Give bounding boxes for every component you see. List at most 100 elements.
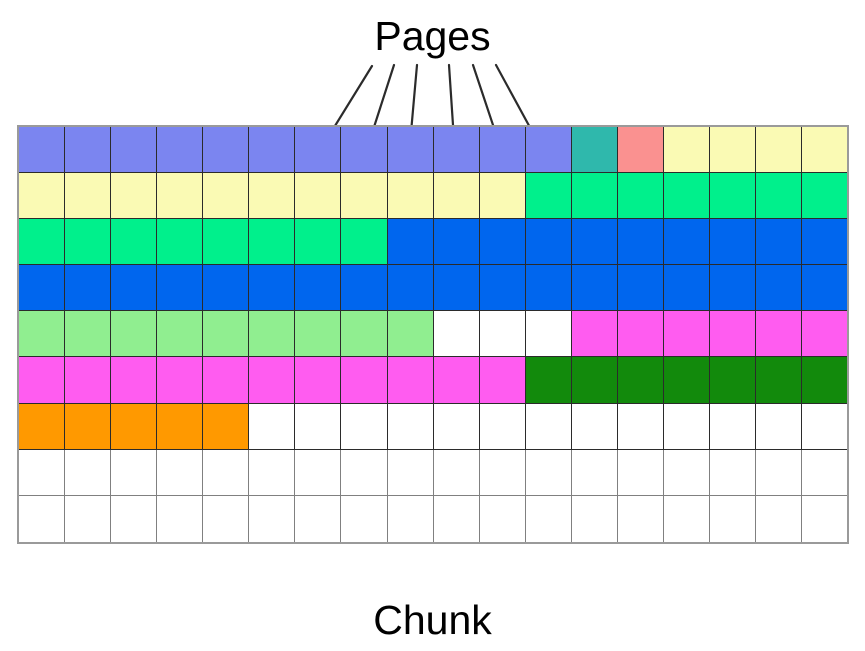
grid-cell	[433, 219, 480, 266]
grid-cell	[663, 449, 710, 496]
grid-cell	[203, 311, 250, 358]
grid-cell	[19, 357, 66, 404]
grid-cell	[571, 449, 618, 496]
grid-cell	[65, 265, 112, 312]
grid-cell	[157, 403, 204, 450]
grid-cell	[709, 265, 756, 312]
grid-cell	[802, 449, 848, 496]
grid-cell	[802, 403, 848, 450]
grid-cell	[617, 495, 664, 542]
grid-row	[19, 173, 848, 220]
grid-cell	[663, 403, 710, 450]
grid-row	[19, 265, 848, 312]
grid-cell	[617, 311, 664, 358]
grid-cell	[387, 495, 434, 542]
grid-cell	[111, 357, 158, 404]
grid-cell	[525, 173, 572, 220]
grid-cell	[157, 265, 204, 312]
grid-cell	[709, 127, 756, 174]
grid-cell	[249, 127, 296, 174]
grid-cell	[111, 403, 158, 450]
grid-cell	[65, 403, 112, 450]
grid-cell	[203, 219, 250, 266]
grid-cell	[709, 173, 756, 220]
grid-row	[19, 403, 848, 450]
grid-cell	[433, 449, 480, 496]
grid-cell	[571, 495, 618, 542]
grid-cell	[479, 403, 526, 450]
grid-cell	[295, 403, 342, 450]
grid-cell	[203, 265, 250, 312]
grid-cell	[571, 127, 618, 174]
grid-cell	[663, 219, 710, 266]
grid-cell	[756, 403, 803, 450]
grid-cell	[157, 357, 204, 404]
pages-label: Pages	[374, 13, 491, 59]
grid-cell	[341, 219, 388, 266]
grid-cell	[65, 495, 112, 542]
grid-cell	[295, 449, 342, 496]
grid-cell	[525, 219, 572, 266]
grid-cell	[709, 495, 756, 542]
grid-cell	[663, 127, 710, 174]
grid-cell	[663, 311, 710, 358]
grid-cell	[387, 265, 434, 312]
grid-cell	[433, 357, 480, 404]
grid-cell	[249, 173, 296, 220]
grid-cell	[525, 495, 572, 542]
grid-cell	[387, 449, 434, 496]
grid-row	[19, 495, 848, 542]
grid-cell	[65, 357, 112, 404]
grid-cell	[663, 357, 710, 404]
grid-row	[19, 219, 848, 266]
grid-cell	[756, 495, 803, 542]
grid-cell	[341, 265, 388, 312]
grid-cell	[756, 265, 803, 312]
grid-cell	[387, 403, 434, 450]
grid-cell	[203, 127, 250, 174]
grid-cell	[525, 449, 572, 496]
grid-cell	[157, 173, 204, 220]
grid-cell	[341, 495, 388, 542]
grid-cell	[249, 403, 296, 450]
grid-row	[19, 311, 848, 358]
grid-cell	[525, 127, 572, 174]
grid-cell	[249, 495, 296, 542]
grid-cell	[249, 311, 296, 358]
grid-cell	[433, 173, 480, 220]
grid-cell	[249, 449, 296, 496]
grid-cell	[111, 311, 158, 358]
grid-cell	[387, 219, 434, 266]
grid-cell	[65, 219, 112, 266]
grid-cell	[802, 127, 848, 174]
grid-row	[19, 127, 848, 174]
grid-cell	[249, 219, 296, 266]
chunk-grid	[17, 125, 849, 544]
grid-cell	[341, 127, 388, 174]
grid-cell	[479, 311, 526, 358]
grid-cell	[203, 357, 250, 404]
grid-cell	[341, 403, 388, 450]
grid-cell	[617, 265, 664, 312]
grid-cell	[756, 173, 803, 220]
grid-cell	[571, 173, 618, 220]
grid-cell	[617, 403, 664, 450]
grid-cell	[111, 219, 158, 266]
grid-cell	[709, 311, 756, 358]
grid-cell	[663, 173, 710, 220]
grid-cell	[802, 173, 848, 220]
grid-cell	[617, 173, 664, 220]
grid-cell	[479, 357, 526, 404]
grid-cell	[111, 495, 158, 542]
grid-cell	[157, 495, 204, 542]
grid-cell	[479, 265, 526, 312]
grid-cell	[341, 357, 388, 404]
grid-cell	[65, 173, 112, 220]
grid-cell	[709, 403, 756, 450]
grid-cell	[756, 449, 803, 496]
grid-cell	[249, 357, 296, 404]
grid-cell	[571, 357, 618, 404]
grid-cell	[157, 311, 204, 358]
grid-cell	[571, 311, 618, 358]
grid-cell	[295, 311, 342, 358]
